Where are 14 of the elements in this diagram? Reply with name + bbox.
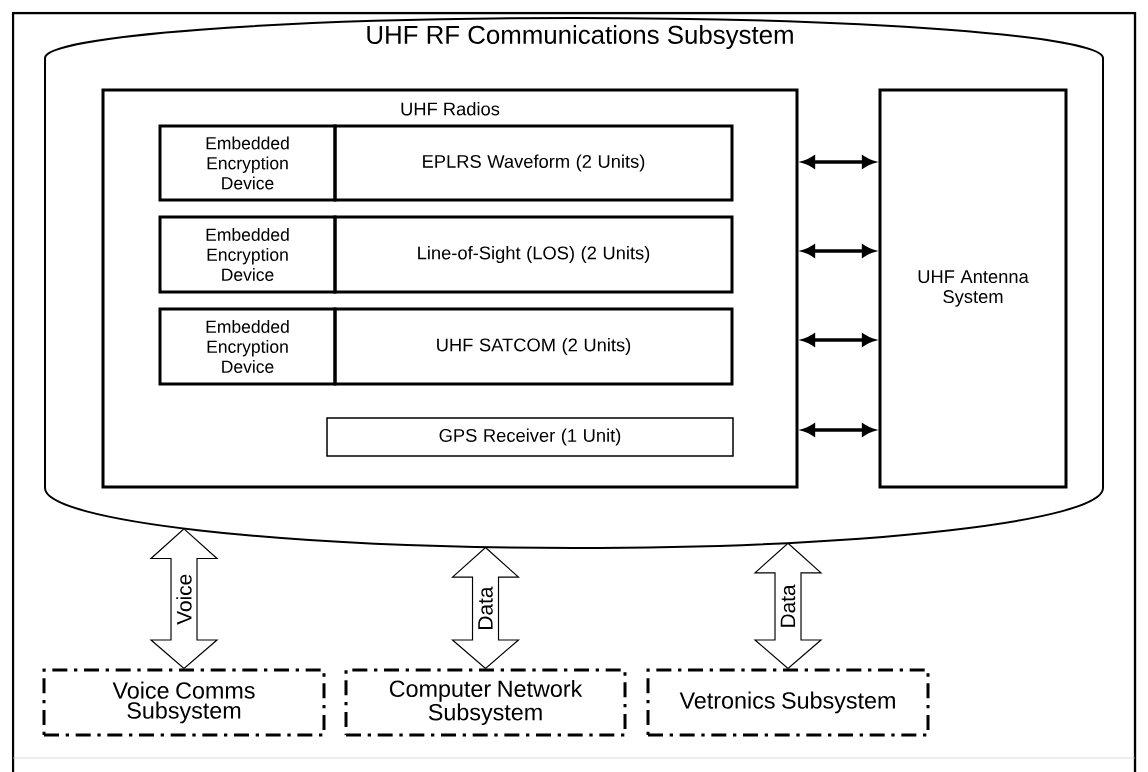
radio-box: EPLRS Waveform (2 Units) <box>333 124 734 202</box>
subsystem-box: Computer Network Subsystem <box>344 668 627 737</box>
edge-label: Data <box>477 585 494 632</box>
antenna-box: UHF Antenna System <box>878 88 1068 489</box>
radio-box: Line-of-Sight (LOS) (2 Units) <box>333 215 734 294</box>
encryption-box: Embedded Encryption Device <box>158 124 337 202</box>
encryption-box: Embedded Encryption Device <box>158 215 337 294</box>
radio-box: UHF SATCOM (2 Units) <box>333 307 734 386</box>
double-arrow <box>802 245 875 257</box>
subsystem-box: Voice Comms Subsystem <box>42 668 326 737</box>
double-arrow <box>802 424 875 436</box>
receiver-box: GPS Receiver (1 Unit) <box>326 417 734 457</box>
encryption-box: Embedded Encryption Device <box>158 307 337 386</box>
subsystem-box: Vetronics Subsystem <box>646 668 930 737</box>
